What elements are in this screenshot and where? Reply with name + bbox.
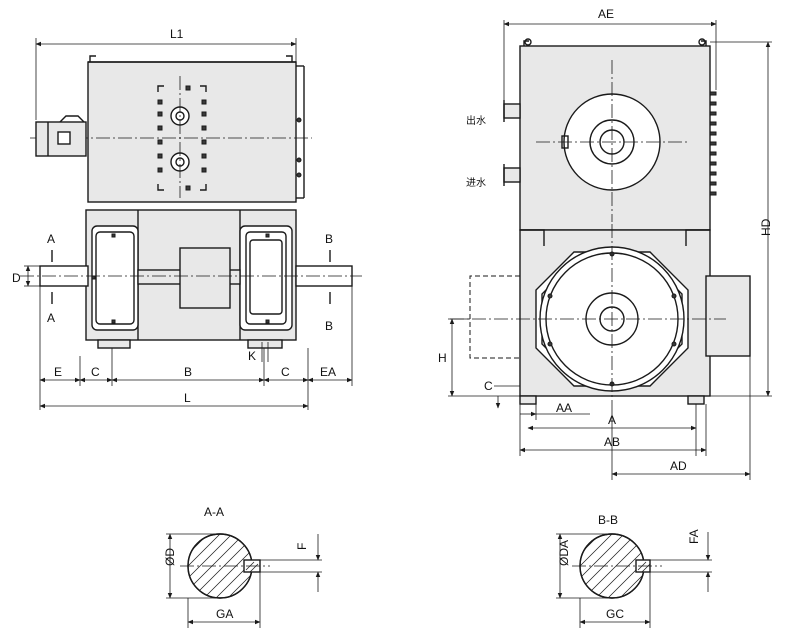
dim-AE: AE [598,7,614,21]
dim-ODA: ØDA [557,540,571,566]
dim-E: E [54,365,62,379]
dim-C-right: C [281,365,290,379]
side-view: A A B B L1 D K E C [12,27,362,410]
section-b-bottom: B [325,319,333,333]
water-inlet-label: 进水 [466,177,486,189]
cooler-box [87,61,297,203]
dim-AA: AA [556,401,572,415]
dim-C-end: C [484,379,493,393]
end-view: 出水 进水 [438,7,773,480]
dim-EA: EA [320,365,336,379]
fan-motor [35,115,87,157]
cover-plate [157,76,207,198]
dim-F: F [295,543,309,550]
dim-L1: L1 [170,27,184,41]
dim-OD: ØD [163,548,177,566]
cooler-end [519,45,711,231]
section-aa-title: A-A [204,505,224,519]
dim-FA: FA [687,529,701,544]
dim-C-left: C [91,365,100,379]
section-a-top: A [47,232,55,246]
dim-AD: AD [670,459,687,473]
section-a-bottom: A [47,311,55,325]
bottom-chain-dims [39,286,353,410]
section-bb-title: B-B [598,513,618,527]
dim-GC: GC [606,607,624,621]
section-b-top: B [325,232,333,246]
dim-H: H [438,351,447,365]
dim-L: L [184,391,191,405]
section-a-a: A-A ØD GA F [163,505,322,628]
section-b-b: B-B ØDA GC FA [556,513,712,628]
dim-B: B [184,365,192,379]
dim-K: K [248,349,256,363]
dim-HD: HD [759,218,773,236]
water-outlet-label: 出水 [466,114,486,127]
dim-GA: GA [216,607,233,621]
dim-D: D [12,271,21,285]
terminal-box-hidden [469,275,520,359]
